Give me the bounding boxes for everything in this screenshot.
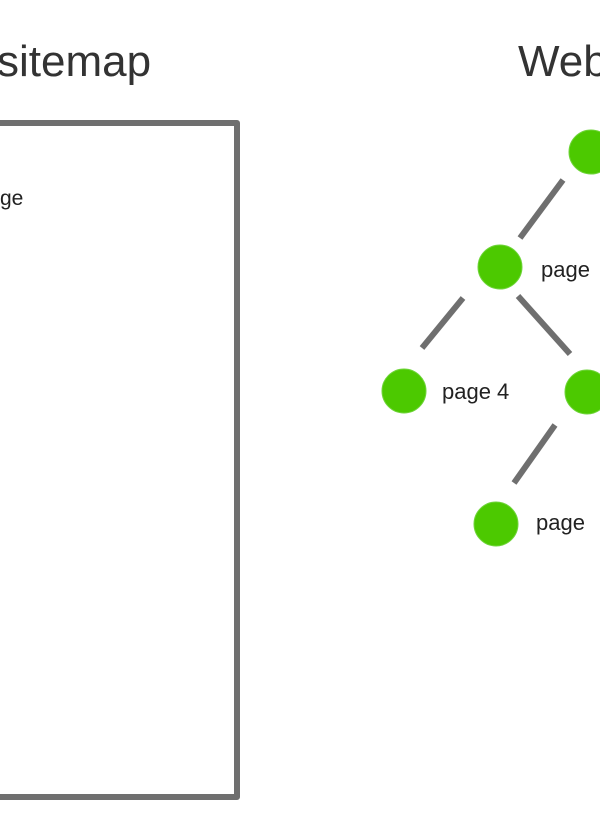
- node-label-page-4: page 4: [442, 379, 510, 404]
- edge-page-to-page4: [419, 296, 466, 350]
- node-page-mid: [477, 244, 523, 290]
- sitemap-box: [0, 120, 240, 800]
- sitemap-box-text: ge: [0, 187, 24, 210]
- node-label-page-mid: page: [541, 257, 590, 282]
- node-page-4: [381, 368, 427, 414]
- node-page-bottom: [473, 501, 519, 547]
- node-root: [568, 129, 600, 175]
- sitemap-heading: sitemap: [0, 37, 152, 86]
- edge-page-to-right-child: [515, 293, 573, 357]
- node-label-page-bottom: page: [536, 510, 585, 535]
- node-right-child: [564, 369, 600, 415]
- website-heading: Web: [518, 37, 600, 86]
- edge-root-to-page: [517, 178, 566, 240]
- edge-right-child-to-page: [511, 423, 558, 485]
